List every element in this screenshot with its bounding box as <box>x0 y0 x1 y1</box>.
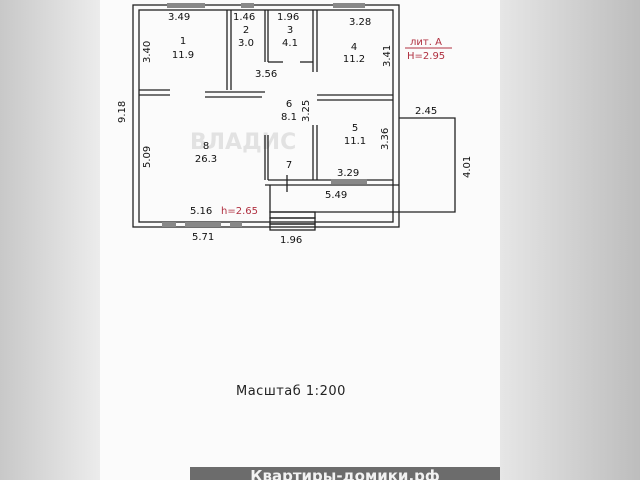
dim-hall-width: 3.56 <box>255 69 277 80</box>
dimension-labels: 3.49 1.46 1.96 3.28 3.56 3.29 5.49 2.45 … <box>117 12 473 246</box>
scale-label: Масштаб 1:200 <box>236 384 346 399</box>
room-6-number: 6 <box>286 99 292 110</box>
dim-room4-height: 3.41 <box>382 45 393 67</box>
floor-plan-sheet <box>100 0 500 480</box>
dim-ext-width: 2.45 <box>415 106 437 117</box>
room-6-area: 8.1 <box>281 112 297 123</box>
room-4-number: 4 <box>351 42 357 53</box>
room-1-area: 11.9 <box>172 50 194 61</box>
room-1-number: 1 <box>180 36 186 47</box>
room-3-area: 4.1 <box>282 38 298 49</box>
dim-room4-width: 3.28 <box>349 17 371 28</box>
walls <box>132 4 456 231</box>
windows <box>162 3 367 227</box>
dim-lower-right: 5.49 <box>325 190 347 201</box>
room-7-number: 7 <box>286 160 292 171</box>
room-labels: 1 11.9 2 3.0 3 4.1 4 11.2 5 11.1 6 8.1 7… <box>172 25 366 171</box>
dim-room5-height: 3.36 <box>380 128 391 150</box>
site-banner: Квартиры-домики.рф <box>190 467 500 480</box>
dim-room3-width: 1.96 <box>277 12 299 23</box>
watermark: ВЛАДИС <box>190 130 297 155</box>
room-2-number: 2 <box>243 25 249 36</box>
dim-hall-height: 3.25 <box>301 100 312 122</box>
dim-room1-height: 3.40 <box>142 41 153 63</box>
room-2-area: 3.0 <box>238 38 254 49</box>
dim-outer-bottom: 5.71 <box>192 232 214 243</box>
room-8-number: 8 <box>203 141 209 152</box>
room-5-area: 11.1 <box>344 136 366 147</box>
dim-total-height: 9.18 <box>117 101 128 123</box>
dim-room8-width: 5.16 <box>190 206 212 217</box>
blurred-background-left <box>0 0 100 480</box>
dim-room8-height: 5.09 <box>142 146 153 168</box>
height-room8: h=2.65 <box>221 206 258 217</box>
dim-room1-width: 3.49 <box>168 12 190 23</box>
dim-ext-height: 4.01 <box>462 156 473 178</box>
height-main: H=2.95 <box>407 51 445 62</box>
blurred-background-right <box>500 0 640 480</box>
dim-porch-width: 1.96 <box>280 235 302 246</box>
dim-room2-width: 1.46 <box>233 12 255 23</box>
room-5-number: 5 <box>352 123 358 134</box>
room-4-area: 11.2 <box>343 54 365 65</box>
room-8-area: 26.3 <box>195 154 217 165</box>
room-3-number: 3 <box>287 25 293 36</box>
dim-room5-width: 3.29 <box>337 168 359 179</box>
lit-label: лит. А <box>410 37 442 48</box>
